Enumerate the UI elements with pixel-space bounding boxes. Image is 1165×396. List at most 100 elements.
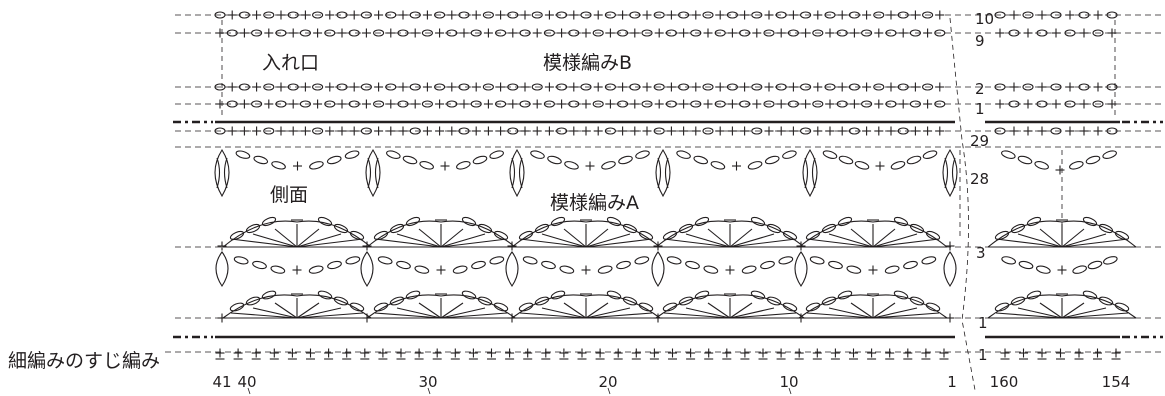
chain-symbol xyxy=(606,290,622,300)
double-crochet-symbol xyxy=(1061,312,1129,319)
chain-symbol xyxy=(592,29,604,37)
chain-symbol xyxy=(884,265,900,274)
chain-symbol xyxy=(775,83,787,91)
chain-symbol xyxy=(685,260,700,270)
chain-symbol xyxy=(994,127,1006,135)
chain-symbol xyxy=(471,260,486,270)
chain-symbol xyxy=(854,161,870,170)
chain-symbol xyxy=(922,150,938,159)
chain-symbol xyxy=(396,260,411,270)
chain-symbol xyxy=(994,83,1006,91)
chain-symbol xyxy=(751,83,763,91)
chain-symbol xyxy=(421,100,433,108)
chain-symbol xyxy=(409,11,421,19)
chain-symbol xyxy=(458,83,470,91)
chain-symbol xyxy=(1092,100,1104,108)
chain-symbol xyxy=(922,83,934,91)
chain-symbol xyxy=(1082,290,1098,300)
tick-mark xyxy=(788,387,792,395)
chain-symbol xyxy=(409,83,421,91)
chain-symbol xyxy=(634,256,650,265)
chain-symbol xyxy=(434,11,446,19)
chain-symbol xyxy=(809,256,825,265)
chain-symbol xyxy=(556,127,568,135)
chain-symbol xyxy=(616,260,631,270)
column-number-160: 160 xyxy=(989,373,1019,391)
chain-symbol xyxy=(522,256,538,265)
fan-arc xyxy=(987,294,1137,319)
double-crochet-symbol xyxy=(1061,233,1107,248)
shell-leaf-symbol xyxy=(794,251,808,287)
chain-symbol xyxy=(885,100,897,108)
double-crochet-symbol xyxy=(585,312,653,319)
row-number-base1: 1 xyxy=(978,346,988,364)
chain-symbol xyxy=(482,83,494,91)
chain-symbol xyxy=(1064,29,1076,37)
chain-symbol xyxy=(397,100,409,108)
chain-symbol xyxy=(470,29,482,37)
double-crochet-symbol xyxy=(440,307,486,319)
double-crochet-symbol xyxy=(729,302,753,319)
chain-symbol xyxy=(741,265,757,274)
chain-symbol xyxy=(405,290,421,300)
double-crochet-symbol xyxy=(585,302,609,319)
chain-symbol xyxy=(909,29,921,37)
chain-symbol xyxy=(629,83,641,91)
chain-symbol xyxy=(507,83,519,91)
shell-leaf-symbol xyxy=(215,251,229,287)
double-crochet-symbol xyxy=(519,238,587,248)
chain-symbol xyxy=(580,11,592,19)
double-crochet-symbol xyxy=(729,233,775,248)
chain-symbol xyxy=(1018,260,1034,270)
row-number-b1: 1 xyxy=(975,100,985,118)
chain-symbol xyxy=(1022,11,1034,19)
chain-symbol xyxy=(360,127,372,135)
chain-symbol xyxy=(1036,29,1048,37)
chain-symbol xyxy=(287,11,299,19)
shell-leaf-symbol xyxy=(360,251,374,287)
chain-symbol xyxy=(324,100,336,108)
chain-symbol xyxy=(470,100,482,108)
chain-symbol xyxy=(800,11,812,19)
double-crochet-symbol xyxy=(440,238,508,248)
chain-symbol xyxy=(1036,100,1048,108)
double-crochet-symbol xyxy=(995,312,1063,319)
chain-symbol xyxy=(750,290,766,300)
chain-symbol xyxy=(906,155,922,165)
fan-arc xyxy=(655,220,805,248)
double-crochet-symbol xyxy=(729,238,797,248)
shell-leaf-symbol xyxy=(651,251,665,287)
double-crochet-symbol xyxy=(663,238,731,248)
chain-symbol xyxy=(824,83,836,91)
double-crochet-symbol xyxy=(707,228,731,248)
double-crochet-symbol xyxy=(252,233,298,248)
double-crochet-symbol xyxy=(274,228,298,248)
chain-symbol xyxy=(312,11,324,19)
chain-symbol xyxy=(360,83,372,91)
chain-symbol xyxy=(344,150,360,159)
chain-symbol xyxy=(275,100,287,108)
chain-symbol xyxy=(714,100,726,108)
chain-symbol xyxy=(1106,83,1118,91)
shell-leaf-symbol xyxy=(942,148,958,198)
chain-symbol xyxy=(235,150,251,159)
chain-symbol xyxy=(800,127,812,135)
chain-symbol xyxy=(308,265,324,274)
row-number-b10: 10 xyxy=(975,10,995,28)
chain-symbol xyxy=(1092,29,1104,37)
chain-symbol xyxy=(495,29,507,37)
chain-symbol xyxy=(1085,155,1101,165)
chain-symbol xyxy=(848,83,860,91)
double-crochet-symbol xyxy=(729,228,753,248)
chain-symbol xyxy=(617,29,629,37)
row-number-a28: 28 xyxy=(970,170,990,188)
chain-symbol xyxy=(327,260,342,270)
chain-symbol xyxy=(994,302,1010,312)
double-crochet-symbol xyxy=(230,312,298,319)
shell-leaf-symbol xyxy=(509,148,525,198)
chain-symbol xyxy=(214,11,226,19)
chain-symbol xyxy=(373,100,385,108)
chain-symbol xyxy=(693,155,709,165)
double-crochet-symbol xyxy=(541,307,587,319)
chain-symbol xyxy=(604,127,616,135)
